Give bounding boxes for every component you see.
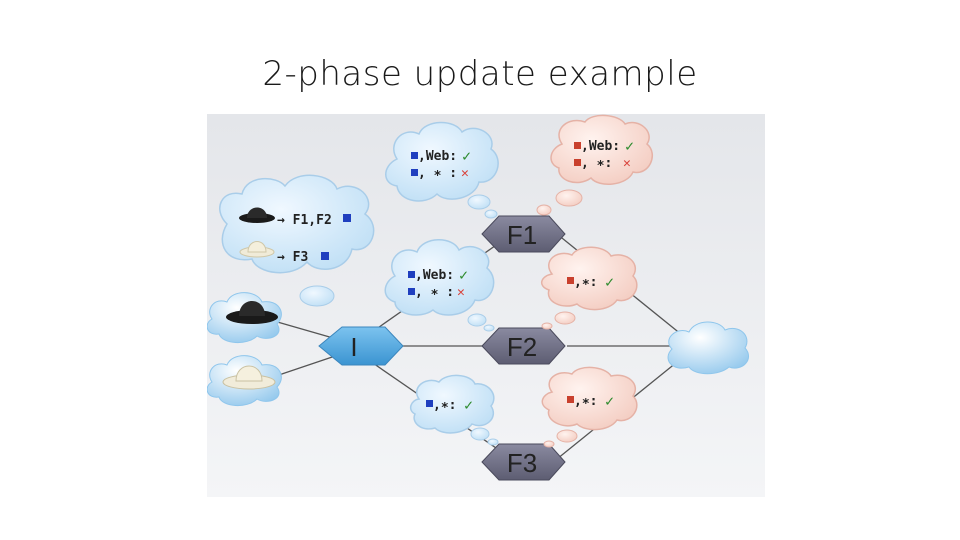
cross-icon: ✕ [461, 166, 469, 181]
f3-red-rule-any: ,∗: [574, 394, 597, 409]
white-hat-icon [239, 241, 275, 258]
f1-blue-rule-web: ,Web: [418, 149, 457, 164]
f2-red-rule-any: ,∗: [574, 275, 597, 290]
cloud-icon [667, 321, 750, 375]
check-icon: ✓ [464, 396, 473, 414]
diagram-figure: → F1,F2 → F3 I F1 [206, 114, 765, 497]
f1-red-rule-any: , ∗: [581, 156, 612, 171]
f1-red-rule-web: ,Web: [581, 139, 620, 154]
node-f3-label: F3 [507, 448, 537, 478]
tag-square-icon [408, 271, 415, 278]
black-hat-icon [226, 301, 278, 324]
f2-new-config-thought: ,∗: ✓ [541, 246, 638, 311]
thought-puff [467, 313, 487, 327]
network-diagram-svg: → F1,F2 → F3 I F1 [206, 114, 765, 497]
tag-square-icon [574, 142, 581, 149]
cross-icon: ✕ [623, 156, 631, 171]
thought-puff [484, 209, 498, 219]
thought-puff [487, 438, 499, 446]
white-hat-icon [222, 365, 276, 390]
check-icon: ✓ [459, 266, 468, 284]
thought-puff [555, 189, 583, 207]
thought-puff [299, 285, 335, 307]
thought-puff [541, 322, 553, 330]
rule-legend-cloud: → F1,F2 → F3 [219, 174, 375, 274]
tag-square-icon [411, 169, 418, 176]
tag-square-icon [408, 288, 415, 295]
f3-new-config-thought: ,∗: ✓ [541, 366, 638, 431]
thought-puff [554, 311, 576, 325]
node-ingress-switch: I [318, 326, 404, 366]
node-firewall-f3: F3 [481, 443, 566, 481]
cross-icon: ✕ [457, 285, 465, 300]
black-hat-icon [239, 207, 275, 223]
tag-square-icon [321, 252, 329, 260]
tag-square-icon [343, 214, 351, 222]
node-firewall-f2: F2 [481, 327, 566, 365]
thought-puff [556, 429, 578, 443]
thought-puff [536, 204, 552, 216]
f3-old-config-thought: ,∗: ✓ [409, 374, 495, 434]
f2-blue-rule-web: ,Web: [415, 268, 454, 283]
black-hat-host-cloud [206, 292, 282, 343]
tag-square-icon [574, 159, 581, 166]
check-icon: ✓ [625, 137, 634, 155]
tag-square-icon [426, 400, 433, 407]
thought-puff [543, 440, 555, 448]
check-icon: ✓ [605, 392, 614, 410]
f2-old-config-thought: ,Web: ✓ , ∗ : ✕ [384, 239, 495, 316]
tag-square-icon [567, 396, 574, 403]
thought-puff [470, 427, 490, 441]
f1-blue-rule-any: , ∗ : [418, 166, 457, 181]
legend-white-hat-rule: → F3 [277, 250, 308, 265]
node-ingress-label: I [350, 332, 357, 362]
node-firewall-f1: F1 [481, 215, 566, 253]
node-f2-label: F2 [507, 332, 537, 362]
tag-square-icon [411, 152, 418, 159]
white-hat-host-cloud [206, 355, 282, 406]
thought-puff [467, 194, 491, 210]
f3-blue-rule-any: ,∗: [433, 398, 456, 413]
f1-new-config-thought: ,Web: ✓ , ∗: ✕ [550, 114, 653, 185]
f1-old-config-thought: ,Web: ✓ , ∗ : ✕ [385, 121, 499, 202]
f2-blue-rule-any: , ∗ : [415, 285, 454, 300]
node-f1-label: F1 [507, 220, 537, 250]
legend-black-hat-rule: → F1,F2 [277, 213, 332, 228]
destination-cloud [667, 321, 750, 375]
check-icon: ✓ [605, 273, 614, 291]
thought-puff [483, 324, 495, 332]
tag-square-icon [567, 277, 574, 284]
slide-title: 2-phase update example [262, 54, 698, 94]
check-icon: ✓ [462, 147, 471, 165]
